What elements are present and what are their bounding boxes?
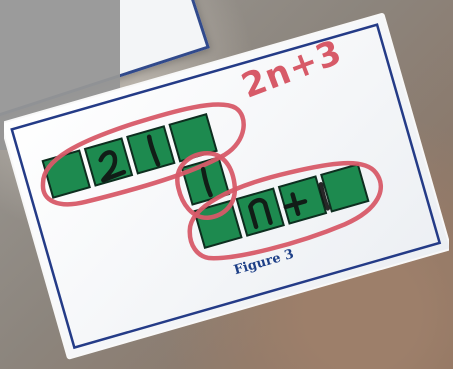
figure-card: 2n+3 Figure 3 [4,8,449,368]
card-group: 2n+3 Figure 3 [4,14,449,359]
